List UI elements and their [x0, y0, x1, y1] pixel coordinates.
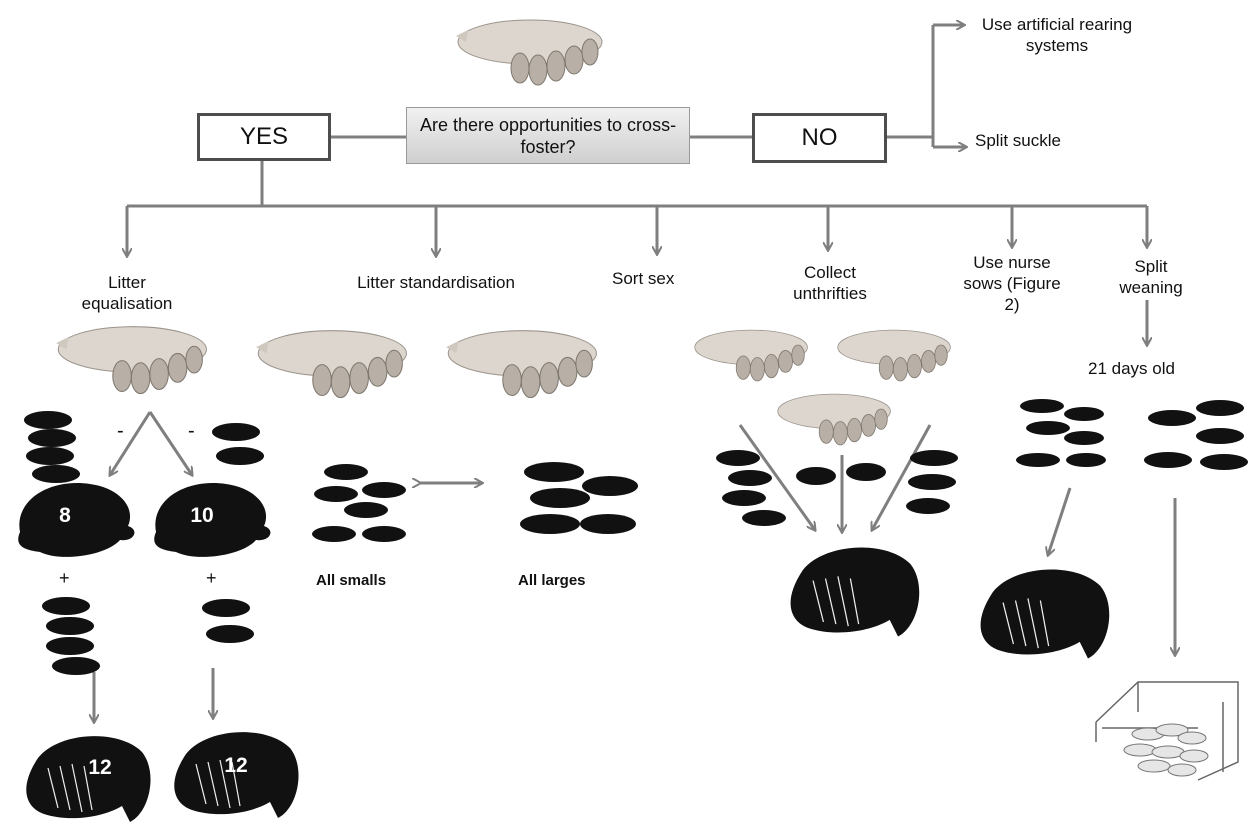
all-larges-label: All larges	[518, 572, 586, 589]
artificial-rearing-label: Use artificial rearing systems	[981, 15, 1133, 55]
nursing-sow-icon	[26, 736, 151, 822]
sort-sex-label: Sort sex	[612, 269, 675, 288]
no-box: NO	[752, 113, 887, 163]
result-piglet-count: 12	[88, 756, 112, 779]
collect-unthrifties-label: Collect unthrifties	[793, 263, 867, 303]
piglet-group-icon	[1144, 400, 1248, 470]
arrow-to-sow-10	[148, 411, 192, 475]
question-box: Are there opportunities to cross-foster?	[406, 107, 690, 164]
split-suckle-label: Split suckle	[975, 131, 1061, 150]
piglet-group-icon	[24, 411, 80, 483]
minus-sign: -	[188, 420, 195, 442]
sow-with-piglets-icon	[256, 330, 407, 399]
litter-equalisation-label: Litter equalisation	[81, 273, 173, 313]
litter-standardisation-label: Litter standardisation	[357, 273, 515, 292]
arrow-to-sow-8	[110, 411, 152, 475]
sow-with-piglets-icon	[694, 329, 808, 382]
sow-piglet-count: 8	[59, 504, 71, 527]
result-piglet-count: 12	[224, 754, 248, 777]
arrow-unthrifty-right	[872, 424, 932, 530]
piglet-group-icon	[520, 462, 638, 534]
use-nurse-sows-label: Use nurse sows (Figure 2)	[963, 253, 1061, 314]
sow-with-piglets-icon	[777, 393, 891, 446]
piglet-group-icon	[1016, 399, 1106, 467]
sow-with-piglets-icon	[446, 330, 597, 399]
arrow-to-nurse-sow	[1048, 487, 1072, 555]
sow-with-piglets-icon	[456, 19, 603, 86]
yes-box: YES	[197, 113, 331, 161]
piglet-group-icon	[716, 450, 786, 526]
weaning-pen-icon	[1095, 681, 1239, 781]
piglet-group-icon	[212, 423, 264, 465]
piglet-group-icon	[42, 597, 100, 675]
arrow-unthrifty-left	[738, 424, 815, 530]
sow-silhouette-icon	[154, 483, 271, 557]
sow-piglet-count: 10	[190, 504, 214, 527]
sow-with-piglets-icon	[837, 329, 951, 382]
weaning-age-label: 21 days old	[1088, 359, 1175, 378]
piglet-group-icon	[202, 599, 254, 643]
sow-silhouette-icon	[18, 483, 135, 557]
plus-sign: +	[206, 568, 217, 588]
minus-sign: -	[117, 420, 124, 442]
question-text: Are there opportunities to cross-foster?	[419, 114, 677, 157]
nursing-sow-icon	[174, 732, 299, 818]
piglet-group-icon	[906, 450, 958, 514]
nursing-sow-icon	[790, 547, 920, 637]
all-smalls-label: All smalls	[316, 572, 387, 589]
piglet-group-icon	[796, 463, 886, 485]
piglet-group-icon	[312, 464, 406, 542]
plus-sign: +	[59, 568, 70, 588]
nursing-sow-icon	[980, 569, 1110, 659]
split-weaning-label: Split weaning	[1119, 257, 1183, 297]
sow-with-piglets-icon	[56, 326, 207, 395]
